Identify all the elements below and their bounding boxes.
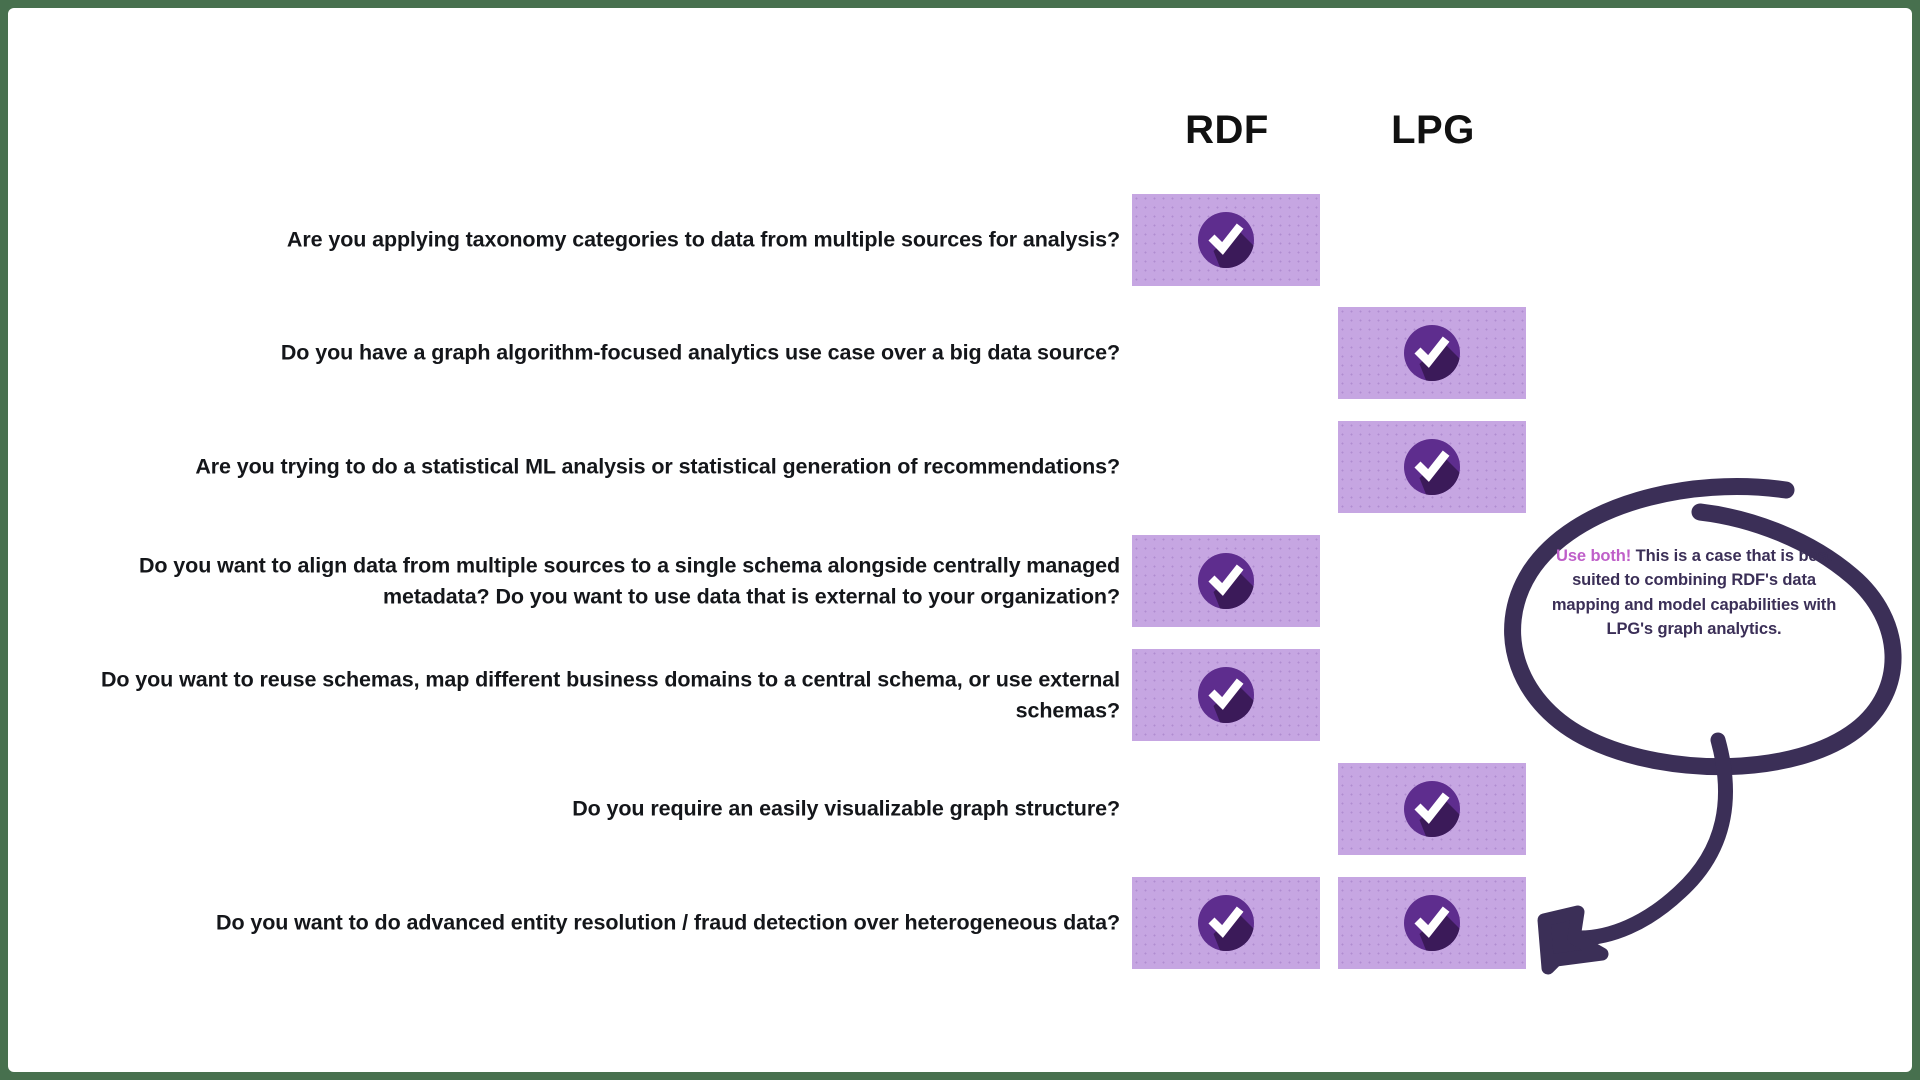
answer-cell-lpg[interactable] <box>1338 194 1526 286</box>
matrix-row: Do you want to reuse schemas, map differ… <box>8 649 1912 741</box>
question-text: Do you require an easily visualizable gr… <box>572 796 1120 821</box>
column-header-lpg: LPG <box>1391 108 1475 152</box>
column-header-rdf: RDF <box>1185 108 1269 152</box>
answer-cell-rdf[interactable] <box>1132 649 1320 741</box>
answer-cell-lpg[interactable] <box>1338 421 1526 513</box>
answer-cell-lpg[interactable] <box>1338 763 1526 855</box>
check-circle-icon <box>1401 322 1463 384</box>
check-circle-icon <box>1195 209 1257 271</box>
question-text: Are you trying to do a statistical ML an… <box>195 454 1120 479</box>
answer-cell-lpg[interactable] <box>1338 307 1526 399</box>
answer-cell-rdf[interactable] <box>1132 421 1320 513</box>
answer-cell-lpg[interactable] <box>1338 649 1526 741</box>
matrix-row: Do you require an easily visualizable gr… <box>8 763 1912 855</box>
answer-cell-rdf[interactable] <box>1132 194 1320 286</box>
answer-cell-rdf[interactable] <box>1132 307 1320 399</box>
question-text: Do you want to align data from multiple … <box>138 553 1120 608</box>
check-circle-icon <box>1401 436 1463 498</box>
matrix-row: Do you have a graph algorithm-focused an… <box>8 307 1912 399</box>
decision-matrix-card: RDF LPG Are you applying taxonomy catego… <box>8 8 1912 1072</box>
answer-cell-rdf[interactable] <box>1132 877 1320 969</box>
check-circle-icon <box>1401 778 1463 840</box>
matrix-row: Are you applying taxonomy categories to … <box>8 194 1912 286</box>
check-circle-icon <box>1401 892 1463 954</box>
check-circle-icon <box>1195 550 1257 612</box>
answer-cell-lpg[interactable] <box>1338 535 1526 627</box>
check-circle-icon <box>1195 892 1257 954</box>
matrix-row: Do you want to do advanced entity resolu… <box>8 877 1912 969</box>
answer-cell-rdf[interactable] <box>1132 763 1320 855</box>
answer-cell-rdf[interactable] <box>1132 535 1320 627</box>
check-circle-icon <box>1195 664 1257 726</box>
matrix-row: Do you want to align data from multiple … <box>8 535 1912 627</box>
matrix-row: Are you trying to do a statistical ML an… <box>8 421 1912 513</box>
question-text: Do you want to reuse schemas, map differ… <box>100 667 1120 722</box>
question-text: Do you have a graph algorithm-focused an… <box>280 340 1120 365</box>
question-text: Are you applying taxonomy categories to … <box>286 227 1120 252</box>
answer-cell-lpg[interactable] <box>1338 877 1526 969</box>
question-text: Do you want to do advanced entity resolu… <box>216 910 1120 935</box>
